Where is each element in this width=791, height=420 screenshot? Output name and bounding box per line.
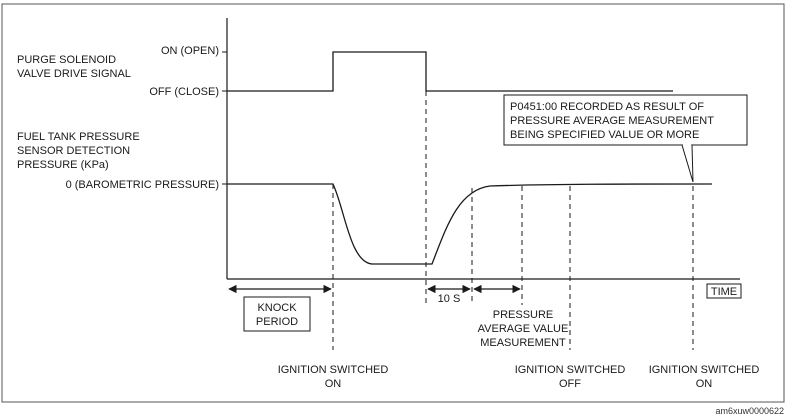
knock-period-box xyxy=(243,296,311,332)
figure-id: am6xuw0000622 xyxy=(715,406,784,416)
purge-label-line-2: VALVE DRIVE SIGNAL xyxy=(17,68,131,80)
knock-period-line-2: PERIOD xyxy=(256,316,298,328)
pressure-average-line-1: PRESSURE xyxy=(493,309,554,321)
pressure-average-line-2: AVERAGE VALUE xyxy=(478,323,569,335)
zero-pressure-level-label: 0 (BAROMETRIC PRESSURE) xyxy=(66,179,219,191)
pressure-label-line-1: FUEL TANK PRESSURE xyxy=(17,131,140,143)
callout-line-3: BEING SPECIFIED VALUE OR MORE xyxy=(510,129,699,141)
time-label-box xyxy=(706,283,742,299)
purge-off-level-label: OFF (CLOSE) xyxy=(149,86,219,98)
figure-frame xyxy=(1,3,785,403)
ignition-on-1-line-1: IGNITION SWITCHED xyxy=(278,364,389,376)
ignition-on-2-line-2: ON xyxy=(696,378,713,390)
purge-signal-waveform xyxy=(227,51,673,92)
ignition-on-1-line-2: ON xyxy=(325,378,342,390)
ignition-off-line-1: IGNITION SWITCHED xyxy=(515,364,626,376)
time-label: TIME xyxy=(711,286,737,298)
pressure-average-line-3: MEASUREMENT xyxy=(480,337,566,349)
pressure-waveform xyxy=(227,183,713,265)
purge-label-line-1: PURGE SOLENOID xyxy=(17,54,116,66)
event-guides xyxy=(332,91,694,350)
callout-box xyxy=(503,94,748,146)
pressure-label-line-2: SENSOR DETECTION xyxy=(17,145,130,157)
callout-line-2: PRESSURE AVERAGE MEASUREMENT xyxy=(510,115,714,127)
ignition-on-2-line-1: IGNITION SWITCHED xyxy=(649,364,760,376)
callout-pointer xyxy=(681,144,694,183)
ignition-off-line-2: OFF xyxy=(559,378,581,390)
ten-second-label: 10 S xyxy=(438,293,461,305)
callout-line-1: P0451:00 RECORDED AS RESULT OF xyxy=(510,101,704,113)
pressure-label-line-3: PRESSURE (KPa) xyxy=(17,159,109,171)
knock-period-line-1: KNOCK xyxy=(257,302,297,314)
purge-on-level-label: ON (OPEN) xyxy=(161,45,219,57)
